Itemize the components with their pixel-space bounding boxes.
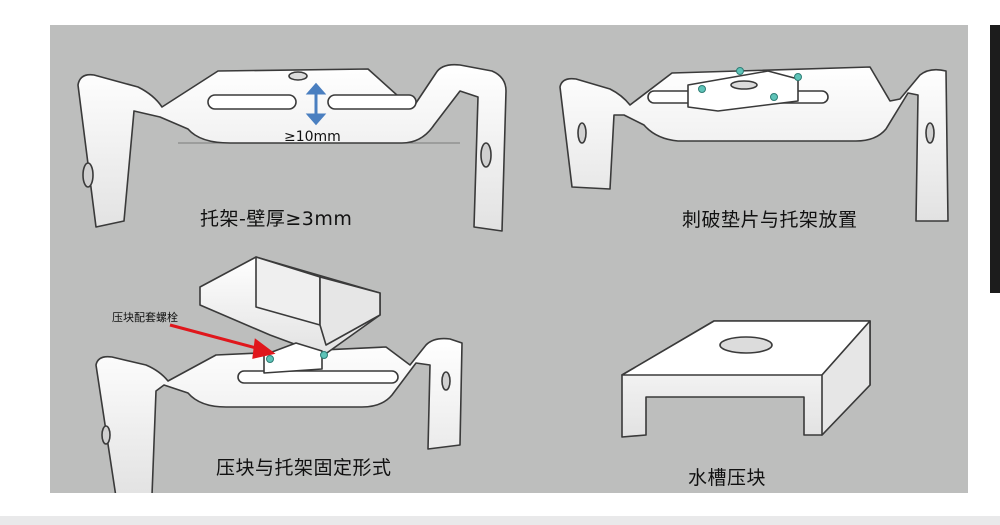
- gutter-clamp-illustration: [621, 320, 871, 438]
- figure-panel: 托架-壁厚≥3mm 刺破垫片与托架放置 压块与托架固定形式 水槽压块 ≥10mm…: [50, 25, 968, 493]
- clamp-fixing-illustration: [95, 256, 463, 493]
- dimension-label: ≥10mm: [284, 129, 341, 145]
- clamp-bolt-dots: [266, 351, 328, 363]
- bolt-pointer-arrow: [169, 323, 276, 359]
- caption-gutter-clamp: 水槽压块: [688, 467, 767, 489]
- window-edge: [990, 25, 1000, 293]
- hardware-illustrations: [77, 63, 949, 493]
- caption-clamp-fixing: 压块与托架固定形式: [216, 457, 392, 479]
- bracket-illustration: [77, 63, 507, 232]
- bottom-strip: [0, 516, 1000, 525]
- pad-placement-illustration: [559, 66, 949, 222]
- bolt-callout-label: 压块配套螺栓: [112, 311, 178, 324]
- piercing-pad-dots: [698, 67, 802, 101]
- thickness-dimension-arrow: [305, 82, 327, 126]
- caption-pad-placement: 刺破垫片与托架放置: [682, 209, 858, 231]
- caption-bracket: 托架-壁厚≥3mm: [200, 208, 353, 230]
